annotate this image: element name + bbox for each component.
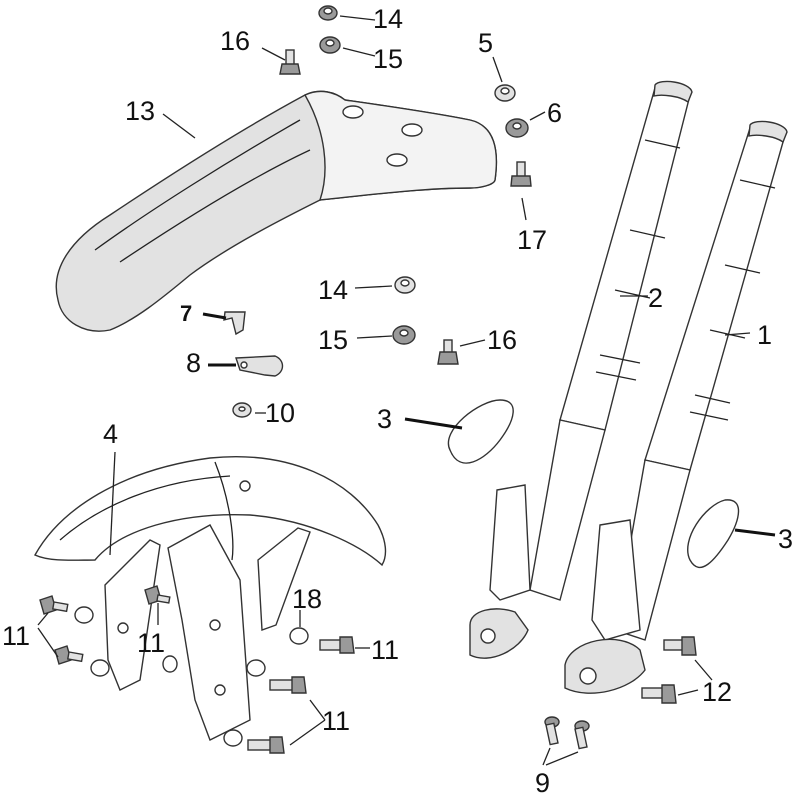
label-part-2: 2 — [648, 283, 663, 313]
label-part-11-right-upper: 11 — [371, 635, 399, 665]
clip-part-7 — [223, 311, 246, 336]
label-part-10: 10 — [265, 398, 295, 428]
label-part-14-lower: 14 — [318, 275, 348, 305]
callout-labels: 14 15 16 13 5 6 17 14 15 16 2 1 3 3 7 8 … — [2, 4, 793, 798]
label-part-11-middle: 11 — [137, 628, 165, 658]
label-part-7: 7 — [180, 301, 192, 326]
front-mudguard-part-4 — [34, 456, 387, 741]
washer-nut-part-15-lower — [392, 325, 416, 345]
seal-ring-part-3-upper — [447, 399, 514, 464]
label-part-16-upper: 16 — [220, 26, 250, 56]
seal-ring-part-3-lower — [687, 499, 740, 568]
nut-part-5 — [494, 84, 516, 102]
bolt-part-12-lower — [641, 684, 677, 704]
label-part-4: 4 — [103, 419, 118, 449]
washer-part-11-left-lower — [90, 659, 110, 677]
label-part-15-lower: 15 — [318, 325, 348, 355]
label-part-3-upper: 3 — [377, 404, 392, 434]
bolt-part-11-middle — [144, 585, 171, 605]
fork-leg-part-2 — [469, 80, 693, 659]
label-part-1: 1 — [757, 320, 772, 350]
bolt-part-11-right-a — [319, 636, 355, 654]
fork-leg-part-1 — [564, 120, 788, 694]
bolt-part-9-right — [574, 720, 590, 750]
label-part-5: 5 — [478, 28, 493, 58]
bolt-part-16-upper — [279, 49, 301, 75]
nut-part-14-lower — [394, 276, 416, 294]
label-part-17: 17 — [517, 225, 547, 255]
label-part-16-lower: 16 — [487, 325, 517, 355]
bolt-part-11-right-b — [269, 676, 307, 694]
nut-part-10 — [232, 402, 252, 418]
label-part-6: 6 — [547, 98, 562, 128]
clamp-part-8 — [235, 355, 284, 377]
label-part-15-upper: 15 — [373, 44, 403, 74]
bolt-part-16-lower — [437, 339, 459, 365]
label-part-11-left: 11 — [2, 621, 30, 651]
label-part-18: 18 — [292, 584, 322, 614]
label-part-14-upper: 14 — [373, 4, 403, 34]
bolt-part-11-right-c — [247, 736, 285, 754]
label-part-13: 13 — [125, 96, 155, 126]
nut-part-14-upper — [318, 5, 338, 21]
washer-part-11-left-upper — [74, 606, 94, 624]
bolt-part-12-upper — [663, 636, 697, 656]
washer-part-11-middle — [162, 655, 178, 673]
washer-nut-part-15-upper — [319, 36, 341, 54]
bolt-part-9-left — [544, 716, 560, 746]
label-part-3-lower: 3 — [778, 524, 793, 554]
bolt-part-11-left-lower — [54, 645, 84, 665]
leader-lines — [37, 15, 776, 766]
nut-part-6 — [505, 118, 529, 138]
rear-mudguard-part-13 — [55, 90, 498, 332]
label-part-9: 9 — [535, 768, 550, 798]
label-part-12: 12 — [702, 677, 732, 707]
label-part-8: 8 — [186, 348, 201, 378]
bolt-part-17 — [510, 161, 532, 187]
washer-part-11-right-b — [223, 729, 243, 747]
label-part-11-right-lower: 11 — [322, 706, 350, 736]
bolt-part-11-left-upper — [39, 595, 69, 615]
washer-part-11-right-a — [246, 659, 266, 677]
washer-part-18 — [289, 627, 309, 645]
